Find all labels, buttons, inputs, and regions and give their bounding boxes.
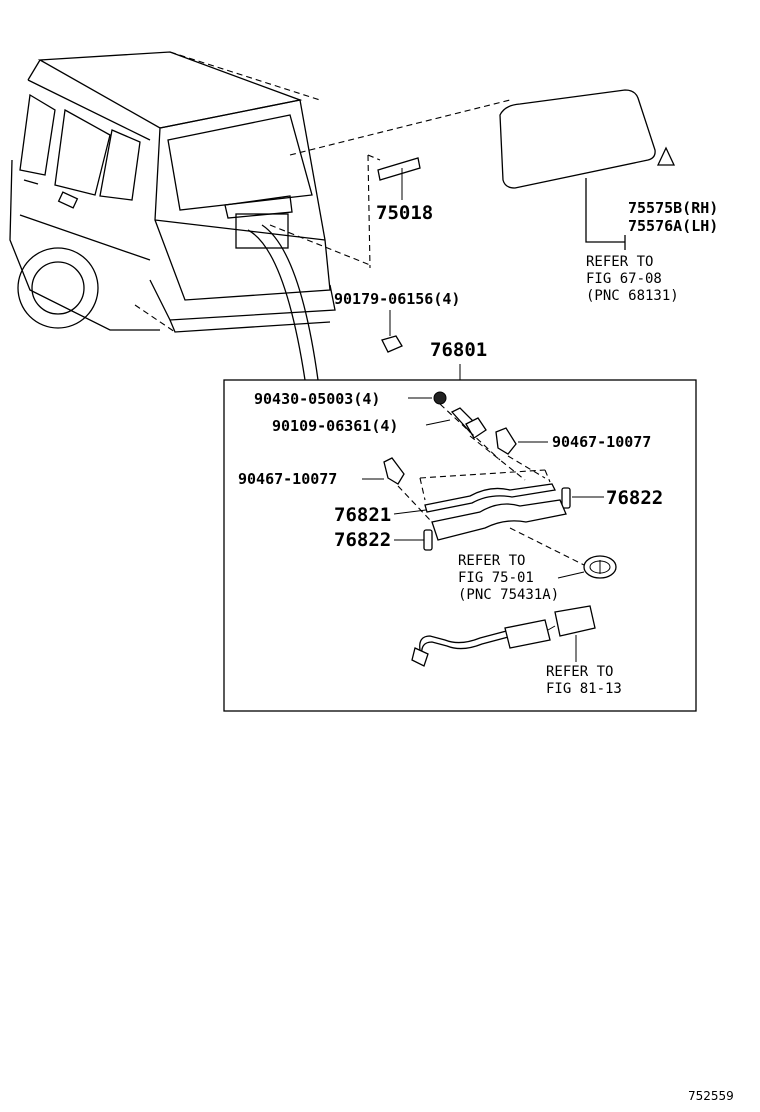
cushion-76822-left bbox=[423, 529, 433, 551]
label-90179: 90179-06156(4) bbox=[334, 290, 460, 308]
back-door-glass-illustration bbox=[499, 89, 676, 250]
ref-glass-line3: (PNC 68131) bbox=[586, 288, 679, 304]
label-90467-left: 90467-10077 bbox=[238, 470, 337, 488]
emblem-illustration bbox=[583, 555, 617, 579]
ref-harness-line1: REFER TO bbox=[546, 664, 613, 680]
label-76801: 76801 bbox=[430, 339, 487, 361]
nut-90179-illustration bbox=[381, 310, 403, 353]
label-75575b: 75575B(RH) bbox=[628, 199, 718, 217]
assembly-76801-box bbox=[223, 379, 697, 712]
label-76822-left: 76822 bbox=[334, 529, 391, 551]
ref-glass-line1: REFER TO bbox=[586, 254, 653, 270]
label-76821: 76821 bbox=[334, 504, 391, 526]
bolt-90109-illustration bbox=[450, 407, 487, 439]
harness-illustration bbox=[411, 605, 596, 667]
vehicle-rear-illustration bbox=[9, 51, 511, 381]
label-75018: 75018 bbox=[376, 202, 433, 224]
ref-emblem-line2: FIG 75-01 bbox=[458, 570, 534, 586]
label-90467-right: 90467-10077 bbox=[552, 433, 651, 451]
washer-90430 bbox=[433, 391, 447, 405]
label-90430: 90430-05003(4) bbox=[254, 390, 380, 408]
garnish-panel-illustration bbox=[431, 499, 567, 541]
cushion-76822-right bbox=[561, 487, 571, 509]
label-75576a: 75576A(LH) bbox=[628, 217, 718, 235]
clip-90467-right bbox=[495, 427, 548, 455]
gasket-76821-illustration bbox=[424, 483, 556, 513]
ref-emblem-line1: REFER TO bbox=[458, 553, 525, 569]
ref-harness-line2: FIG 81-13 bbox=[546, 681, 622, 697]
clip-90467-left bbox=[383, 457, 405, 485]
diagram-id: 752559 bbox=[688, 1089, 734, 1103]
ref-emblem-line3: (PNC 75431A) bbox=[458, 587, 559, 603]
ref-glass-line2: FIG 67-08 bbox=[586, 271, 662, 287]
part-75018-illustration bbox=[367, 154, 421, 269]
label-90109: 90109-06361(4) bbox=[272, 417, 398, 435]
label-76822-right: 76822 bbox=[606, 487, 663, 509]
